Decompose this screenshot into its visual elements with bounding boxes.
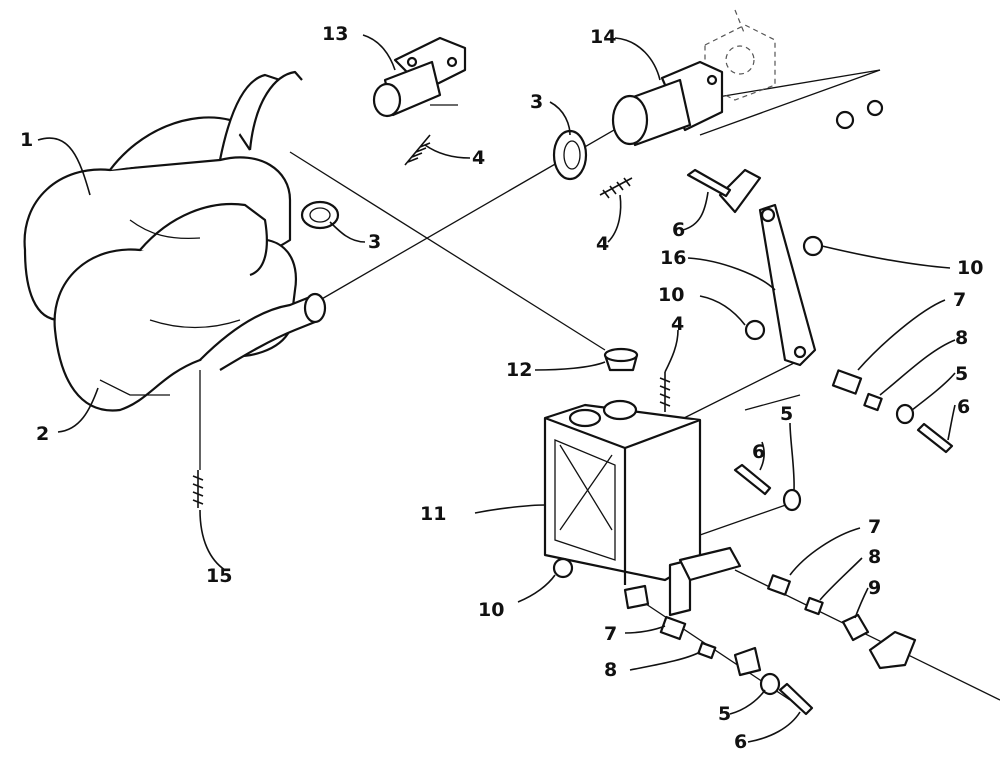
exhaust-elbow-14 bbox=[611, 60, 724, 147]
nut-10-bracket bbox=[744, 319, 766, 341]
elbow-13-mouth bbox=[372, 82, 402, 118]
callout-4-tank: 4 bbox=[671, 313, 684, 335]
nut-top-right bbox=[835, 110, 855, 130]
callout-16: 16 bbox=[660, 247, 686, 269]
callout-5-lower: 5 bbox=[718, 703, 731, 725]
axis-line-bracket bbox=[744, 394, 801, 411]
axis-line-bolt bbox=[699, 499, 801, 536]
plate-upper bbox=[718, 168, 762, 214]
muffler-outlet-flare bbox=[303, 292, 327, 324]
bushing-8-right bbox=[863, 392, 883, 412]
callout-6-right: 6 bbox=[957, 396, 970, 418]
callout-6-lower: 6 bbox=[734, 731, 747, 753]
callout-11: 11 bbox=[420, 503, 446, 525]
box-bracket bbox=[678, 546, 742, 582]
assembly-lines bbox=[199, 69, 1000, 701]
callout-3-right: 3 bbox=[530, 91, 543, 113]
seal-rings bbox=[300, 129, 588, 230]
callout-13: 13 bbox=[322, 23, 348, 45]
callout-4-middle: 4 bbox=[596, 233, 609, 255]
callout-4-upper: 4 bbox=[472, 147, 485, 169]
callout-12: 12 bbox=[506, 359, 532, 381]
callout-7-mid: 7 bbox=[868, 516, 881, 538]
callout-9: 9 bbox=[868, 577, 881, 599]
muffler-lower bbox=[53, 238, 297, 412]
bushing-7-mid bbox=[767, 574, 791, 596]
bushing-8-mid bbox=[804, 596, 824, 616]
bushings bbox=[659, 369, 883, 677]
leader-lines bbox=[37, 34, 956, 743]
grommet-12 bbox=[603, 347, 639, 372]
spring-4-tank bbox=[659, 372, 671, 412]
axis-line-upper bbox=[699, 69, 881, 101]
washer-5-mid bbox=[782, 488, 802, 512]
axis-line-upper-return bbox=[699, 69, 881, 136]
washer-5-right bbox=[895, 403, 915, 425]
exhaust-elbow-13 bbox=[372, 36, 467, 118]
callout-10-box: 10 bbox=[478, 599, 504, 621]
bracket-16 bbox=[758, 203, 817, 367]
bolt-6-mid bbox=[733, 463, 772, 496]
spring-15 bbox=[192, 470, 204, 508]
callout-15: 15 bbox=[206, 565, 232, 587]
seal-ring-3-left bbox=[300, 200, 340, 230]
spring-4-middle bbox=[599, 177, 633, 199]
box-inlet-right bbox=[602, 399, 638, 421]
bolts bbox=[686, 168, 954, 716]
callout-2: 2 bbox=[36, 423, 49, 445]
washers bbox=[718, 168, 917, 696]
bushing-7-lower bbox=[659, 615, 687, 641]
axis-line-tank bbox=[679, 359, 801, 421]
axis-line-manifold bbox=[319, 114, 641, 301]
axis-line-center bbox=[289, 151, 606, 351]
spacer-lower bbox=[733, 646, 762, 677]
bushing-8-lower bbox=[697, 641, 717, 660]
callout-6-upper: 6 bbox=[672, 219, 685, 241]
callout-8-lower: 8 bbox=[604, 659, 617, 681]
plate-lower bbox=[868, 630, 917, 670]
callout-6-mid: 6 bbox=[752, 441, 765, 463]
callout-7-lower: 7 bbox=[604, 623, 617, 645]
bracket-16-body bbox=[758, 203, 817, 367]
seal-ring-3-right bbox=[552, 129, 588, 181]
callouts: 1 2 3 3 4 4 4 5 5 5 6 6 6 6 7 7 7 8 8 8 … bbox=[20, 23, 983, 753]
muffler-stinger-2 bbox=[248, 70, 303, 151]
bolt-6-upper bbox=[686, 168, 732, 198]
springs bbox=[192, 134, 671, 508]
callout-7-right: 7 bbox=[953, 289, 966, 311]
callout-1: 1 bbox=[20, 129, 33, 151]
callout-5-mid: 5 bbox=[780, 403, 793, 425]
callout-14: 14 bbox=[590, 26, 616, 48]
muffler-lower-pipe bbox=[139, 203, 268, 277]
callout-8-right: 8 bbox=[955, 327, 968, 349]
box-lower-tab bbox=[623, 584, 650, 610]
bushing-9 bbox=[841, 613, 870, 642]
callout-3-left: 3 bbox=[368, 231, 381, 253]
callout-8-mid: 8 bbox=[868, 546, 881, 568]
callout-10-right: 10 bbox=[957, 257, 983, 279]
muffler-assembly bbox=[23, 70, 327, 412]
silencer-box-11 bbox=[543, 399, 742, 617]
bolt-6-right bbox=[916, 422, 954, 454]
nuts bbox=[552, 99, 884, 579]
muffler-upper-pipe bbox=[109, 116, 251, 171]
washer-top-right bbox=[866, 99, 884, 117]
callout-10-bracket: 10 bbox=[658, 284, 684, 306]
box-inlet-left bbox=[568, 408, 602, 428]
box-x-brace bbox=[559, 444, 613, 531]
elbow-14-mouth bbox=[611, 94, 649, 146]
nut-10-box bbox=[552, 557, 574, 579]
spring-4-upper bbox=[404, 134, 431, 166]
bushing-7-right bbox=[831, 369, 863, 395]
nut-10-right bbox=[802, 235, 824, 257]
callout-5-right: 5 bbox=[955, 363, 968, 385]
bolt-6-lower bbox=[778, 682, 814, 716]
washer-5-lower bbox=[759, 672, 781, 696]
